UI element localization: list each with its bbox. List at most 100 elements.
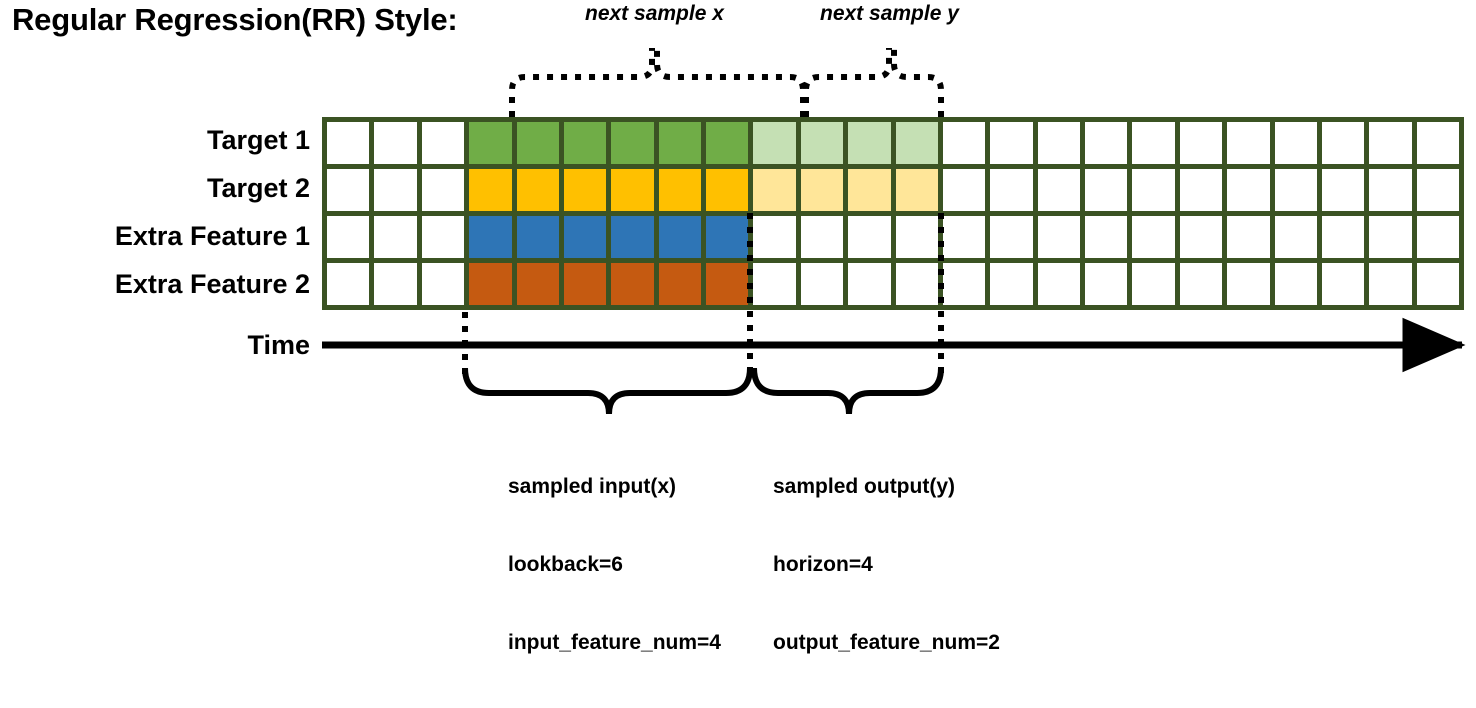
grid-cell-r2-c12 (848, 169, 891, 211)
grid-cell-r1-c22 (1321, 122, 1365, 164)
grid-cell-r3-c5 (516, 216, 559, 258)
grid-cell-r1-c3 (421, 122, 465, 164)
grid-cell-r1-c5 (516, 122, 559, 164)
sampled-output-line-3: output_feature_num=2 (773, 631, 1000, 654)
grid-cell-r4-c22 (1321, 263, 1365, 305)
grid-cell-r2-c11 (800, 169, 844, 211)
grid-cell-r4-c5 (516, 263, 559, 305)
grid-cell-r3-c24 (1416, 216, 1459, 258)
row-label-target-2: Target 2 (206, 173, 310, 203)
grid-cell-r4-c15 (990, 263, 1033, 305)
grid-cell-r4-c20 (1227, 263, 1270, 305)
grid-cell-r4-c8 (658, 263, 701, 305)
grid-cell-r1-c21 (1274, 122, 1317, 164)
grid-cell-r3-c17 (1085, 216, 1128, 258)
grid-cell-r1-c23 (1369, 122, 1412, 164)
grid-cell-r4-c17 (1085, 263, 1128, 305)
grid-cell-r3-c3 (421, 216, 465, 258)
grid-cell-r1-c19 (1179, 122, 1223, 164)
grid-cell-r1-c14 (942, 122, 986, 164)
grid-cell-r3-c9 (706, 216, 749, 258)
annotation-next-sample-x: next sample x (585, 2, 724, 25)
grid-cell-r2-c8 (658, 169, 701, 211)
sampled-input-line-3: input_feature_num=4 (508, 631, 721, 654)
grid-cell-r2-c10 (753, 169, 796, 211)
grid-cell-r2-c24 (1416, 169, 1459, 211)
grid-cell-r1-c11 (800, 122, 844, 164)
grid-cell-r3-c6 (563, 216, 607, 258)
grid-cell-r3-c21 (1274, 216, 1317, 258)
grid-cell-r3-c10 (753, 216, 796, 258)
grid-cell-r2-c1 (327, 169, 370, 211)
grid-cell-r4-c4 (469, 263, 512, 305)
grid-cell-r2-c16 (1037, 169, 1080, 211)
grid-cell-r3-c7 (611, 216, 654, 258)
grid-cell-r4-c18 (1132, 263, 1175, 305)
grid-cell-r4-c10 (753, 263, 796, 305)
grid-cell-r4-c24 (1416, 263, 1459, 305)
grid-cell-r4-c9 (706, 263, 749, 305)
grid-cell-r2-c23 (1369, 169, 1412, 211)
grid-cell-r1-c24 (1416, 122, 1459, 164)
grid-cell-r3-c2 (374, 216, 417, 258)
page-title: Regular Regression(RR) Style: (12, 2, 458, 37)
sampled-input-line-2: lookback=6 (508, 553, 623, 576)
grid-cell-r4-c7 (611, 263, 654, 305)
grid-cell-r4-c19 (1179, 263, 1223, 305)
grid-cell-r2-c20 (1227, 169, 1270, 211)
sampled-input-line-1: sampled input(x) (508, 475, 677, 498)
grid-cell-r1-c20 (1227, 122, 1270, 164)
grid-cell-r3-c15 (990, 216, 1033, 258)
grid-cell-r4-c23 (1369, 263, 1412, 305)
timeline-grid (322, 117, 1464, 310)
grid-cell-r4-c2 (374, 263, 417, 305)
grid-cell-r2-c21 (1274, 169, 1317, 211)
grid-cell-r3-c18 (1132, 216, 1175, 258)
grid-cell-r2-c4 (469, 169, 512, 211)
time-axis-label: Time (247, 330, 310, 360)
grid-cell-r3-c23 (1369, 216, 1412, 258)
grid-cell-r2-c14 (942, 169, 986, 211)
grid-cell-r3-c12 (848, 216, 891, 258)
grid-cell-r3-c20 (1227, 216, 1270, 258)
grid-cell-r1-c6 (563, 122, 607, 164)
grid-cell-r2-c2 (374, 169, 417, 211)
dotted-brace-next-sample-x (509, 48, 806, 117)
grid-cell-r4-c6 (563, 263, 607, 305)
grid-cell-r4-c16 (1037, 263, 1080, 305)
grid-cell-r3-c8 (658, 216, 701, 258)
grid-cell-r1-c18 (1132, 122, 1175, 164)
grid-cell-r2-c13 (895, 169, 938, 211)
grid-cell-r2-c18 (1132, 169, 1175, 211)
grid-cell-r1-c7 (611, 122, 654, 164)
grid-cell-r2-c22 (1321, 169, 1365, 211)
grid-cell-r1-c9 (706, 122, 749, 164)
grid-cell-r2-c3 (421, 169, 465, 211)
grid-cell-r1-c1 (327, 122, 370, 164)
dotted-brace-next-sample-y (803, 48, 944, 117)
grid-cell-r1-c15 (990, 122, 1033, 164)
annotation-sampled-input: sampled input(x) lookback=6 input_featur… (508, 422, 721, 708)
grid-cell-r4-c14 (942, 263, 986, 305)
grid-cell-r1-c2 (374, 122, 417, 164)
grid-cell-r1-c4 (469, 122, 512, 164)
grid-cell-r2-c19 (1179, 169, 1223, 211)
grid-cell-r3-c19 (1179, 216, 1223, 258)
grid-cell-r3-c11 (800, 216, 844, 258)
grid-cell-r1-c12 (848, 122, 891, 164)
grid-cell-r3-c1 (327, 216, 370, 258)
grid-cell-r2-c5 (516, 169, 559, 211)
grid-cell-r1-c10 (753, 122, 796, 164)
grid-cell-r3-c14 (942, 216, 986, 258)
grid-cell-r2-c15 (990, 169, 1033, 211)
diagram-canvas: Regular Regression(RR) Style: Target 1 T… (12, 2, 1466, 654)
row-label-extra-feature-1: Extra Feature 1 (114, 221, 310, 251)
grid-cell-r4-c1 (327, 263, 370, 305)
grid-cell-r4-c12 (848, 263, 891, 305)
grid-cell-r1-c17 (1085, 122, 1128, 164)
grid-cell-r2-c17 (1085, 169, 1128, 211)
annotation-next-sample-y: next sample y (820, 2, 959, 25)
grid-cell-r3-c16 (1037, 216, 1080, 258)
brace-sampled-output (751, 367, 944, 415)
grid-cell-r2-c6 (563, 169, 607, 211)
